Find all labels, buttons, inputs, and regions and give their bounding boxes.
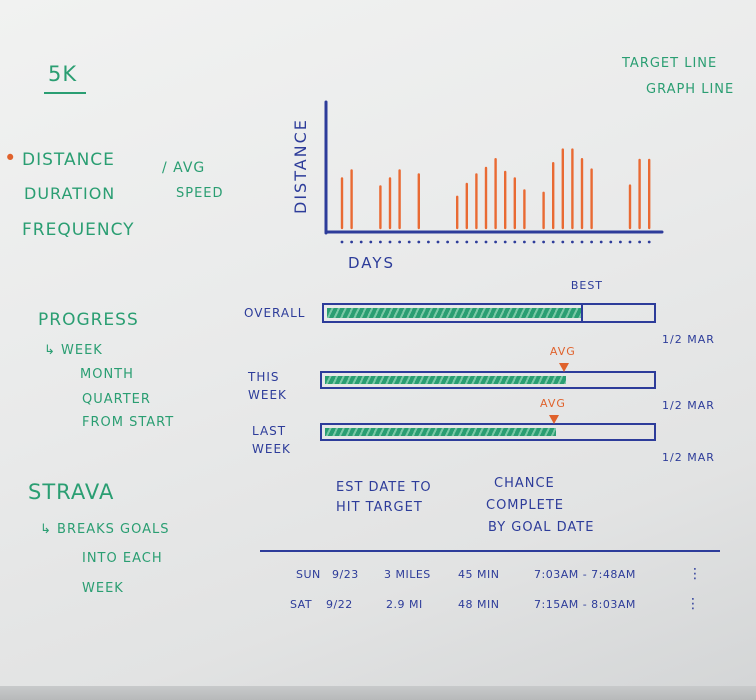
metric-distance: Distance <box>22 150 115 170</box>
est-date-line1: Est Date To <box>336 480 432 495</box>
chart-day-dot <box>359 240 363 244</box>
row-time: 7:15am - 8:03am <box>534 598 636 611</box>
chart-x-label: Days <box>348 254 395 272</box>
metric-duration: Duration <box>24 184 116 203</box>
chart-day-dot <box>407 240 411 244</box>
progress-bar-label: Week <box>252 442 291 456</box>
chart-day-dot <box>551 240 555 244</box>
progress-heading: Progress <box>38 310 139 330</box>
row-time: 7:03am - 7:48am <box>534 568 636 581</box>
chart-day-dot <box>379 240 382 244</box>
chart-day-dot <box>638 240 641 244</box>
graph-line-label: Graph Line <box>646 82 735 97</box>
chart-day-dot <box>628 240 632 244</box>
progress-bar-fill <box>325 376 566 384</box>
chart-day-dot <box>475 240 478 244</box>
progress-bar-track <box>320 423 656 441</box>
progress-item-from-start: From Start <box>82 415 175 430</box>
strava-heading: Strava <box>28 480 115 504</box>
chart-day-dot <box>417 240 421 244</box>
chart-day-dot <box>590 240 593 244</box>
chart-day-dot <box>513 240 517 244</box>
chart-day-dot <box>484 240 488 244</box>
metric-frequency: Frequency <box>22 220 135 240</box>
best-marker <box>580 303 583 323</box>
progress-bar-label: Last <box>252 424 287 438</box>
row-more-icon[interactable]: ⋮ <box>686 596 701 612</box>
progress-bar-end-label: 1/2 Mar <box>662 399 715 412</box>
chart-day-dot <box>647 240 651 244</box>
progress-item-quarter: Quarter <box>82 392 151 407</box>
title-underline <box>44 92 86 94</box>
progress-bar-label: This <box>248 370 280 384</box>
target-line-label: Target Line <box>622 56 718 71</box>
row-duration: 48 min <box>458 598 500 611</box>
progress-bar-end-label: 1/2 Mar <box>662 333 715 346</box>
chart-day-dot <box>609 240 613 244</box>
chart-day-dot <box>523 240 526 244</box>
est-date-line2: Hit Target <box>336 500 423 515</box>
log-divider <box>260 550 720 552</box>
chart-day-dot <box>542 240 545 244</box>
whiteboard-tray <box>0 686 756 700</box>
chart-day-dot <box>532 240 536 244</box>
chart-day-dot <box>340 240 344 244</box>
avg-marker-icon <box>549 415 559 424</box>
progress-bar-fill <box>325 428 556 436</box>
chart-day-dot <box>561 240 565 244</box>
chance-line2: Complete <box>486 498 564 513</box>
chart-day-dot <box>436 240 440 244</box>
chart-day-dot <box>580 240 584 244</box>
chart-day-dot <box>599 240 603 244</box>
chart-day-dot <box>388 240 392 244</box>
chart-day-dot <box>465 240 469 244</box>
title: 5k <box>48 62 78 86</box>
avg-marker-label: Avg <box>549 345 576 358</box>
row-distance: 2.9 mi <box>386 598 423 611</box>
best-marker-label: Best <box>570 279 604 292</box>
progress-bar-fill <box>327 308 583 318</box>
chart-day-dot <box>619 240 622 244</box>
progress-item-week: ↳ Week <box>44 343 103 358</box>
strava-note-1: ↳ Breaks Goals <box>40 522 170 537</box>
chart-day-dot <box>398 240 401 244</box>
progress-bar-label: Overall <box>244 306 306 320</box>
chart-day-dot <box>455 240 459 244</box>
chart-day-dots-group <box>340 240 651 244</box>
avg-marker-icon <box>558 363 569 372</box>
chart-day-dot <box>503 240 507 244</box>
progress-bar-track <box>322 303 656 323</box>
avg-marker-label: Avg <box>540 397 566 410</box>
chart-day-dot <box>446 240 449 244</box>
chart-day-dot <box>427 240 430 244</box>
progress-item-month: Month <box>80 367 134 382</box>
row-date: 9/23 <box>332 568 359 581</box>
row-duration: 45 min <box>458 568 500 581</box>
row-more-icon[interactable]: ⋮ <box>688 566 703 582</box>
chart-bars-group <box>340 148 651 230</box>
row-date: 9/22 <box>326 598 353 611</box>
row-distance: 3 miles <box>384 568 431 581</box>
chance-line1: Chance <box>494 476 555 491</box>
avg-speed-line2: Speed <box>176 186 224 201</box>
row-day: Sun <box>296 568 321 581</box>
bullet-dot: • <box>4 146 18 170</box>
chance-line3: By Goal Date <box>488 520 595 535</box>
chart-day-dot <box>494 240 497 244</box>
row-day: Sat <box>290 598 313 611</box>
chart-y-label: Distance <box>291 118 310 214</box>
avg-speed-line1: / Avg <box>162 160 206 176</box>
strava-note-2: Into Each <box>82 551 163 566</box>
progress-bar-label: Week <box>248 388 287 402</box>
strava-note-3: Week <box>82 581 124 596</box>
chart-day-dot <box>350 240 353 244</box>
progress-bar-end-label: 1/2 Mar <box>662 451 715 464</box>
chart-day-dot <box>571 240 574 244</box>
chart-day-dot <box>369 240 373 244</box>
progress-bar-track <box>320 371 656 389</box>
